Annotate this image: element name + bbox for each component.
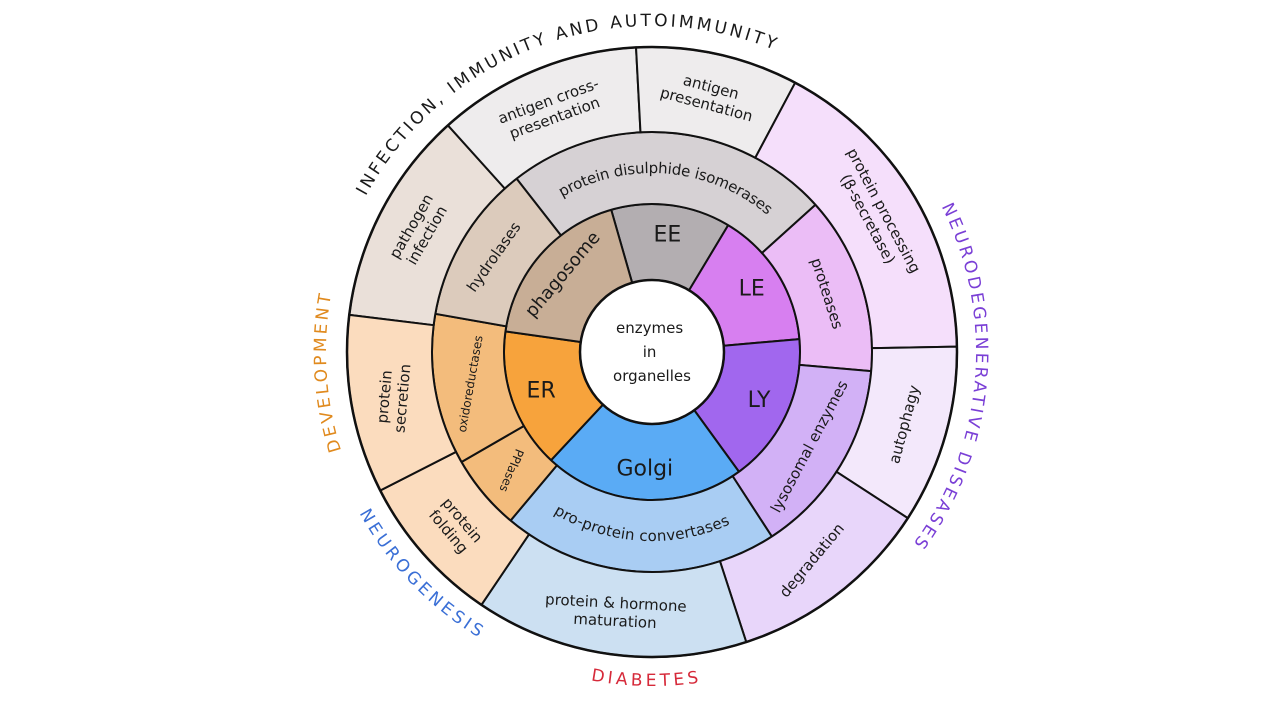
disease-label-development: DEVELOPMENT <box>311 290 346 455</box>
label-golgi: Golgi <box>616 456 673 481</box>
label-ly: LY <box>748 388 771 413</box>
center-label: enzymes in organelles <box>613 319 691 385</box>
label-er: ER <box>527 378 556 403</box>
label-line: maturation <box>573 609 657 631</box>
disease-text: DIABETES <box>590 666 700 691</box>
center-line: in <box>643 343 657 361</box>
label-line: protein <box>373 369 396 424</box>
label-ee: EE <box>653 222 681 247</box>
disease-label-diabetes: DIABETES <box>590 666 703 691</box>
center-line: enzymes <box>616 319 683 337</box>
label-le: LE <box>739 277 765 302</box>
outer-ring-border <box>345 45 959 659</box>
center-circle <box>578 278 726 426</box>
disease-text: DEVELOPMENT <box>311 290 343 455</box>
center-line: organelles <box>613 367 691 385</box>
label-secretion: proteinsecretion <box>372 362 414 434</box>
label-line: secretion <box>390 363 414 433</box>
